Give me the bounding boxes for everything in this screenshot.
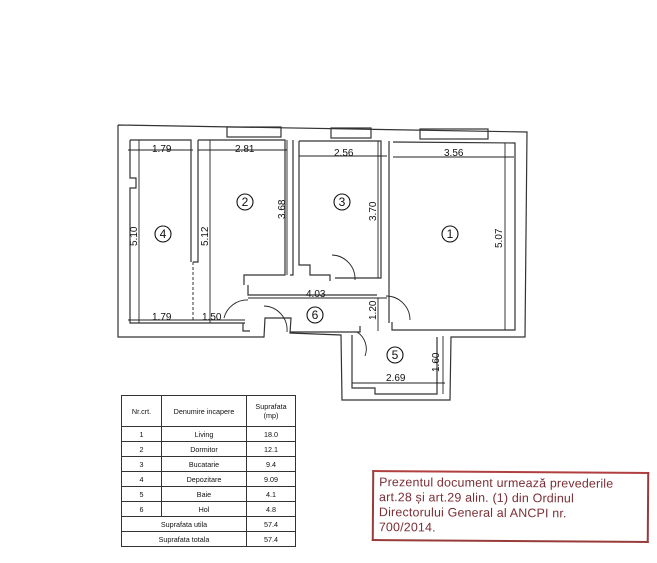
svg-text:3: 3 <box>339 195 346 209</box>
stamp-line: 700/2014. <box>378 520 436 535</box>
header-nr: Nr.crt. <box>121 395 162 427</box>
dim-room2-width: 2.81 <box>235 144 255 155</box>
room-5-wall <box>351 335 438 395</box>
door-arc-room-5 <box>356 331 367 357</box>
door-arc-room-3 <box>331 254 356 281</box>
door-arc-room-1 <box>385 295 411 321</box>
dim-hall-length: 1.20 <box>368 300 379 320</box>
dim-room5-length: 1.60 <box>431 352 442 372</box>
room-4-wall <box>130 139 192 262</box>
svg-text:6: 6 <box>312 308 319 322</box>
hall-wall-bottom <box>290 326 361 333</box>
room-4-wall-left <box>129 140 245 324</box>
windows <box>226 126 489 140</box>
room-2-wall <box>198 139 286 285</box>
room-2-3-partition <box>290 140 294 276</box>
header-name: Denumire incapere <box>161 395 247 427</box>
table-header: Nr.crt. Denumire incapere Suprafata (mp) <box>121 395 296 427</box>
dim-room2-length: 3.68 <box>277 199 288 219</box>
hall-wall-top <box>247 285 377 296</box>
room-3-wall-left <box>298 141 331 281</box>
dim-room3-length: 3.70 <box>368 201 379 221</box>
dim-hall-extra: 1.50 <box>202 312 222 323</box>
dim-room4-bottom: 1.79 <box>152 312 172 323</box>
dim-room4-top: 1.79 <box>152 144 172 155</box>
outer-wall <box>117 124 528 401</box>
dim-room4-length: 5.10 <box>129 226 140 246</box>
svg-text:1: 1 <box>447 227 454 241</box>
door-arc-room-2 <box>223 299 249 319</box>
dim-room3-width: 2.56 <box>334 148 354 159</box>
door-arc-entrance <box>263 305 288 333</box>
dim-room1-width: 3.56 <box>444 148 464 159</box>
dimension-lines <box>128 140 514 394</box>
svg-text:4: 4 <box>160 227 167 241</box>
room-marker-5: 5 <box>386 346 404 364</box>
room-marker-2: 2 <box>236 193 254 211</box>
area-table: Nr.crt. Denumire incapere Suprafata (mp)… <box>121 395 296 547</box>
dim-room2-side: 5.12 <box>200 226 211 246</box>
room-marker-4: 4 <box>154 225 172 243</box>
svg-text:2: 2 <box>242 195 249 209</box>
room-3-wall <box>299 140 382 279</box>
dim-hall-width: 4.03 <box>306 289 326 300</box>
svg-text:5: 5 <box>392 348 399 362</box>
room-2-wall-left <box>193 140 199 263</box>
room-marker-6: 6 <box>306 306 324 324</box>
header-area: Suprafata (mp) <box>246 395 296 427</box>
room-marker-1: 1 <box>441 225 459 243</box>
room-marker-3: 3 <box>333 193 351 211</box>
hall-wall-left <box>242 323 250 332</box>
room-1-wall <box>391 141 516 331</box>
dim-room1-length: 5.07 <box>494 228 505 248</box>
dim-room5-width: 2.69 <box>386 373 406 384</box>
ancpi-stamp: Prezentul document urmează prevederile a… <box>371 470 650 543</box>
